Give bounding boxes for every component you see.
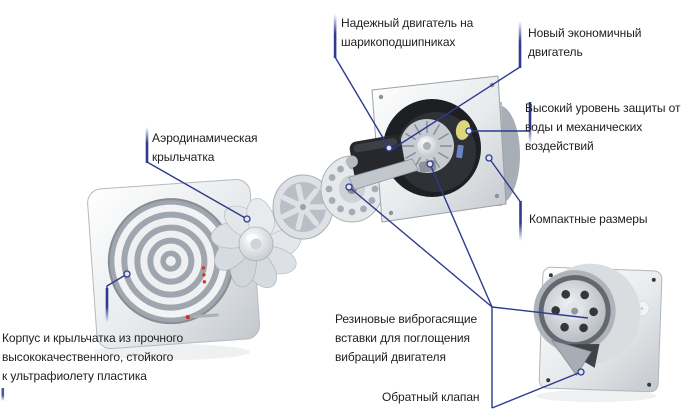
label-rubber-inserts: Резиновые виброгасящие вставки для погло… — [335, 312, 478, 364]
rear-view-fan-image — [533, 263, 663, 393]
callout-bar-new-motor — [518, 21, 522, 68]
callout-line-rubber-c — [491, 306, 589, 319]
callout-line-compact — [488, 157, 522, 203]
callout-dot-compact — [485, 154, 493, 162]
label-water-protection: Высокий уровень защиты от воды и механич… — [525, 101, 681, 153]
label-compact-size: Компактные размеры — [529, 212, 648, 226]
callout-bar-protection — [528, 102, 532, 144]
axial-impeller-image — [210, 198, 302, 288]
front-panel-image — [87, 178, 261, 350]
callout-dot-aero — [243, 215, 251, 223]
label-aerodynamic-impeller: Аэродинамическая крыльчатка — [152, 131, 258, 164]
label-check-valve: Обратный клапан — [382, 390, 480, 404]
callout-dot-rubber-body — [426, 160, 434, 168]
callout-bar-motor-bearings — [333, 14, 337, 58]
callout-bar-body — [105, 288, 109, 322]
rubber-mount-plate-image — [272, 174, 334, 240]
callout-dot-valve — [577, 368, 585, 376]
callout-bar-aero — [145, 127, 149, 163]
callout-lines — [1, 14, 589, 409]
callout-dot-body — [123, 270, 131, 278]
callout-line-new-motor — [390, 66, 521, 151]
label-uv-resistant-body: Корпус и крыльчатка из прочного высокока… — [2, 331, 184, 383]
brand-logo — [185, 313, 219, 320]
fan-body-image — [371, 75, 520, 223]
callout-dots — [123, 127, 585, 376]
label-new-motor: Новый экономичный двигатель — [528, 26, 642, 59]
indicator-leds — [201, 266, 207, 284]
callout-dot-motor — [385, 144, 393, 152]
callout-line-rubber-b — [429, 163, 493, 308]
callout-dot-rubber-plate — [345, 183, 353, 191]
callout-bar-corner — [1, 388, 5, 401]
water-protection-seal — [455, 120, 471, 140]
callout-line-rubber-a — [348, 186, 493, 308]
callout-dot-protection — [465, 127, 473, 135]
callout-bar-compact — [519, 201, 522, 241]
label-motor-bearings: Надежный двигатель на шарикоподшипниках — [341, 16, 474, 49]
motor-image — [345, 134, 419, 190]
shadows — [94, 344, 656, 402]
callout-line-motor-bearings — [334, 56, 390, 149]
callout-line-aero — [146, 161, 248, 220]
callout-line-valve — [491, 371, 582, 409]
check-valve-flap — [550, 339, 592, 376]
